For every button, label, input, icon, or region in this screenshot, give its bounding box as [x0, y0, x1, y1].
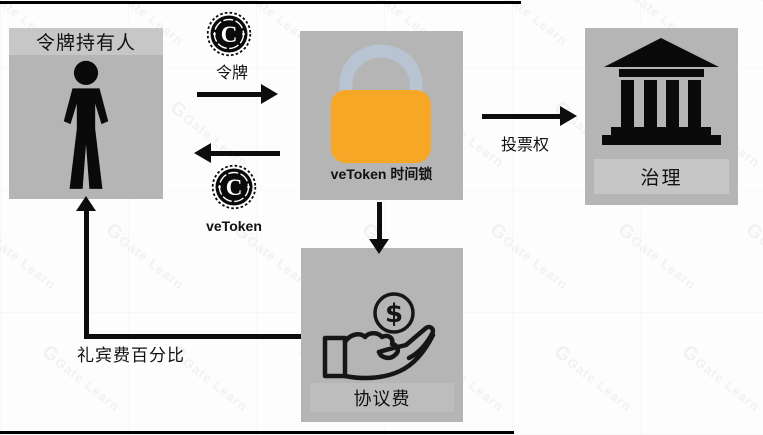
- vetoken-arrow-head: [194, 143, 211, 163]
- watermark-text: Gate Learn: [180, 110, 252, 171]
- watermark-logo: G: [613, 219, 639, 245]
- voting-arrow-line: [482, 114, 561, 119]
- top-border-line: [0, 1, 521, 4]
- watermark-text: Gate Learn: [0, 232, 60, 293]
- person-icon: [63, 60, 109, 189]
- watermark-logo: G: [613, 0, 639, 2]
- watermark-logo: G: [485, 219, 511, 245]
- watermark-logo: G: [677, 341, 703, 367]
- fee-down-arrow-line: [377, 202, 382, 240]
- watermark-text: Gate Learn: [500, 232, 572, 293]
- vetoken-coin-icon: C: [211, 164, 257, 210]
- watermark-text: Gate Learn: [180, 354, 252, 415]
- protocol-fee-label: 协议费: [310, 383, 454, 412]
- vetoken-arrow-line: [211, 151, 280, 156]
- watermark-text: Gate Learn: [116, 232, 188, 293]
- governance-box: 治理: [585, 28, 738, 205]
- token-coin-icon: C: [206, 11, 252, 57]
- governance-label: 治理: [594, 159, 729, 194]
- watermark-text: Gate Learn: [692, 354, 763, 415]
- bribe-arrow-head: [76, 196, 96, 211]
- bribe-arrow-vline: [84, 210, 89, 339]
- watermark-text: Gate Learn: [756, 0, 763, 48]
- bribe-arrow-hline: [86, 334, 301, 339]
- token-arrow-head: [261, 84, 278, 104]
- watermark-logo: G: [101, 219, 127, 245]
- voting-arrow-head: [560, 106, 577, 126]
- token-holder-label: 令牌持有人: [9, 28, 163, 55]
- vetoken-return-label: veToken: [206, 218, 262, 234]
- watermark-logo: G: [741, 219, 763, 245]
- fee-down-arrow-head: [369, 239, 389, 254]
- token-holder-box: 令牌持有人: [9, 28, 163, 199]
- token-flow-label: 令牌: [215, 65, 248, 82]
- dollar-sign: $: [385, 299, 403, 329]
- watermark-text: Gate Learn: [628, 232, 700, 293]
- padlock-icon: [331, 44, 431, 163]
- watermark-logo: G: [37, 341, 63, 367]
- protocol-fee-box: $ 协议费: [301, 248, 463, 422]
- coin-letter: C: [226, 175, 243, 200]
- hand-coin-icon: $: [322, 292, 436, 381]
- voting-power-label: 投票权: [500, 137, 549, 154]
- watermark-text: Gate Learn: [500, 0, 572, 49]
- watermark-text: Gate Learn: [756, 232, 763, 292]
- bribe-share-label: 礼宾费百分比: [77, 346, 185, 365]
- watermark-logo: G: [165, 97, 191, 123]
- vetoken-lock-label: veToken 时间锁: [330, 166, 433, 182]
- vetoken-lock-box: veToken 时间锁: [300, 31, 463, 200]
- bank-icon: [602, 38, 721, 145]
- bottom-border-line: [0, 431, 514, 434]
- watermark-logo: G: [741, 0, 763, 2]
- watermark-text: Gate Learn: [564, 354, 636, 415]
- coin-letter: C: [221, 22, 238, 47]
- token-arrow-line: [197, 92, 262, 97]
- watermark-logo: G: [549, 341, 575, 367]
